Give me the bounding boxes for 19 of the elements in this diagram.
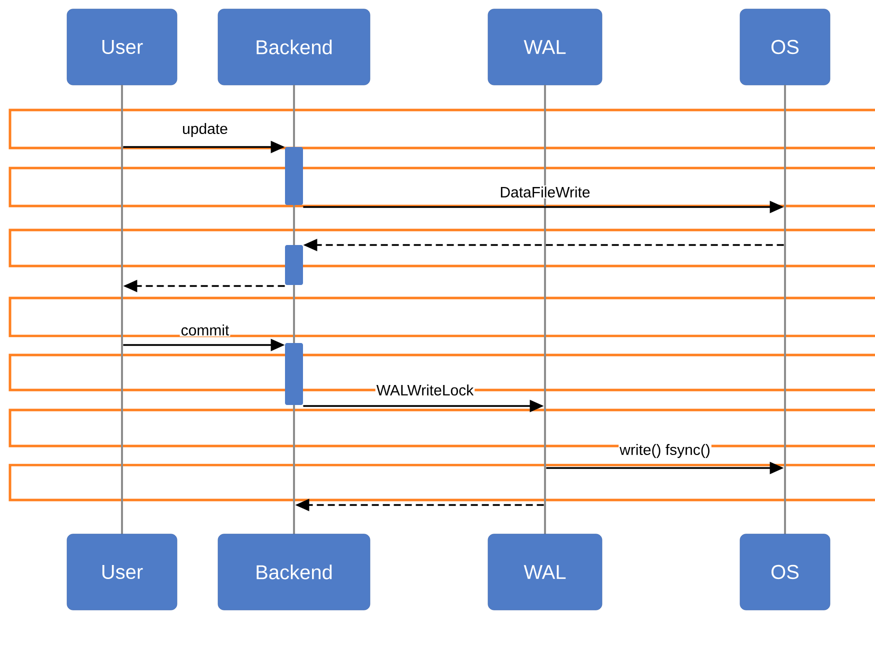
participant-box: WAL xyxy=(488,8,602,86)
activation-bar xyxy=(285,343,303,405)
participant-box: Backend xyxy=(218,534,370,610)
lifeline xyxy=(784,85,786,535)
message-label: write() fsync() xyxy=(618,443,712,459)
message-label: WALWriteLock xyxy=(375,384,475,397)
lifeline xyxy=(121,85,123,535)
message-label: commit xyxy=(180,324,230,336)
participant-box: WAL xyxy=(488,534,602,610)
participant-box: Backend xyxy=(218,8,370,86)
lifeline xyxy=(544,85,546,535)
participant-box: User xyxy=(66,8,178,86)
activation-bar xyxy=(285,147,303,205)
activation-bar xyxy=(285,245,303,285)
participant-box: User xyxy=(66,534,178,610)
participant-box: OS xyxy=(740,8,830,86)
participant-box: OS xyxy=(740,534,830,610)
message-label: update xyxy=(181,122,229,138)
message-label: DataFileWrite xyxy=(498,186,592,198)
